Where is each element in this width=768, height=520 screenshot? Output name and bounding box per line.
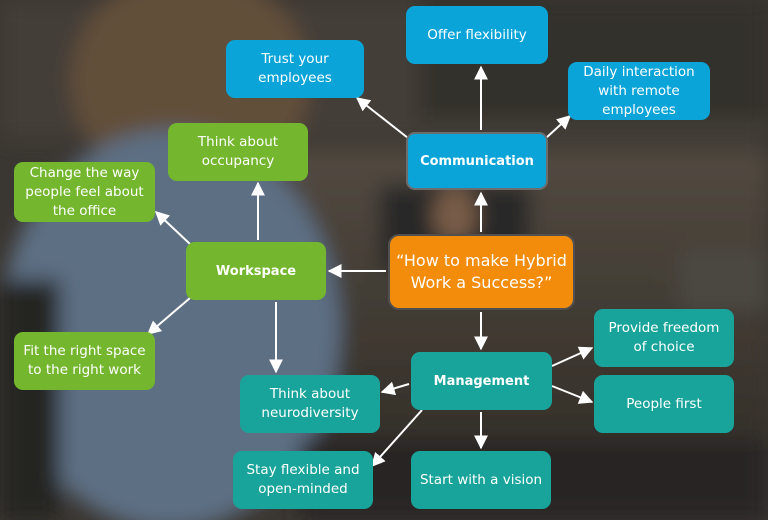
people-first-node: People first: [594, 375, 734, 433]
right-space-node: Fit the right space to the right work: [14, 332, 155, 390]
arrow-workspace-to-office-feeling: [154, 211, 191, 245]
start-with-vision-node: Start with a vision: [411, 451, 551, 509]
office-feeling-label: Change the way people feel about the off…: [25, 164, 144, 219]
daily-interaction-label: Daily interaction with remote employees: [583, 63, 695, 118]
stay-flexible-label: Stay flexible and open-minded: [246, 462, 360, 497]
occupancy-node: Think about occupancy: [168, 123, 308, 181]
workspace-label: Workspace: [215, 263, 297, 279]
arrow-communication-to-daily-interaction: [545, 115, 572, 139]
neurodiversity-node: Think about neurodiversity: [240, 375, 380, 433]
central-question-label: “How to make Hybrid Work a Success?”: [396, 251, 567, 292]
occupancy-label: Think about occupancy: [197, 134, 279, 169]
stay-flexible-node: Stay flexible and open-minded: [233, 451, 373, 509]
arrow-management-to-stay-flexible: [371, 409, 423, 468]
right-space-label: Fit the right space to the right work: [23, 343, 146, 378]
arrow-communication-to-trust: [355, 97, 409, 139]
neurodiversity-label: Think about neurodiversity: [261, 386, 359, 421]
arrow-management-to-people-first: [551, 385, 594, 404]
arrow-management-to-freedom: [551, 346, 594, 367]
people-first-label: People first: [626, 395, 702, 412]
arrow-workspace-to-right-space: [146, 297, 191, 335]
management-label: Management: [433, 373, 530, 389]
freedom-of-choice-label: Provide freedom of choice: [608, 320, 720, 355]
workspace-node: Workspace: [186, 242, 326, 300]
start-with-vision-label: Start with a vision: [419, 471, 543, 488]
management-node: Management: [411, 352, 552, 410]
communication-label: Communication: [420, 153, 534, 169]
daily-interaction-node: Daily interaction with remote employees: [568, 62, 710, 120]
offer-flexibility-node: Offer flexibility: [406, 6, 548, 64]
trust-employees-label: Trust your employees: [258, 51, 332, 86]
office-feeling-node: Change the way people feel about the off…: [14, 162, 155, 222]
communication-node: Communication: [406, 132, 548, 190]
arrow-management-to-neurodiversity: [380, 381, 410, 396]
trust-employees-node: Trust your employees: [226, 40, 364, 98]
freedom-of-choice-node: Provide freedom of choice: [594, 309, 734, 367]
central-question-node: “How to make Hybrid Work a Success?”: [388, 234, 575, 310]
offer-flexibility-label: Offer flexibility: [427, 26, 527, 43]
